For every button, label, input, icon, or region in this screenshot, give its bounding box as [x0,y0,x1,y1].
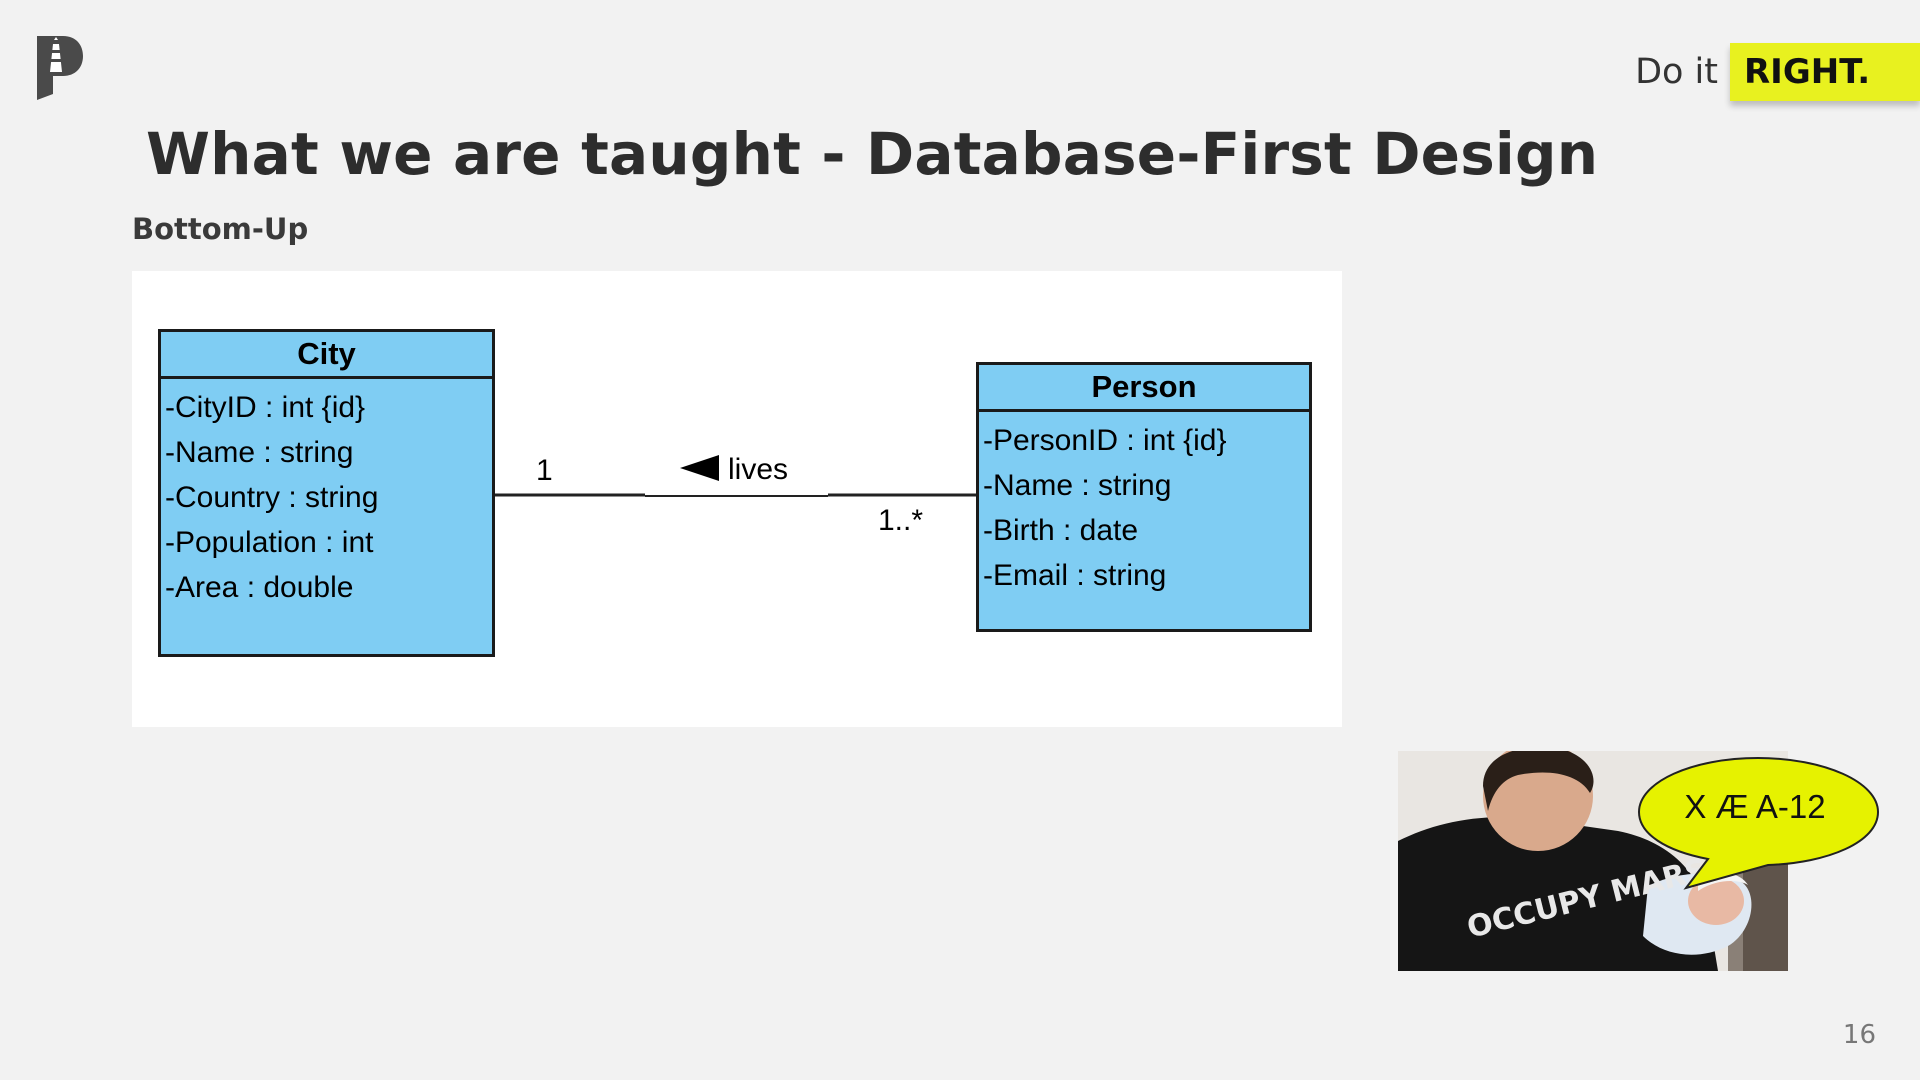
attribute-person-birth: -Birth : date [983,514,1139,547]
association-label: lives [728,453,789,486]
class-person-attributes: -PersonID : int {id} -Name : string -Bir… [979,412,1309,598]
attribute-person-id: -PersonID : int {id} [983,424,1227,457]
association-line [495,455,976,497]
class-city-name: City [161,332,492,379]
attribute-city-id: -CityID : int {id} [165,391,366,424]
multiplicity-left: 1 [536,454,553,487]
tagline-highlight: RIGHT. [1730,43,1920,101]
attribute-city-area: -Area : double [165,571,354,604]
triangle-left-icon [680,455,719,481]
class-city-attributes: -CityID : int {id} -Name : string -Count… [161,379,492,610]
page-number: 16 [1842,1020,1876,1050]
class-person-name: Person [979,365,1309,412]
class-city: City -CityID : int {id} -Name : string -… [158,329,495,657]
lighthouse-logo-icon [37,36,83,100]
attribute-city-name: -Name : string [165,436,354,469]
slide-subtitle: Bottom-Up [132,212,309,246]
uml-diagram: City -CityID : int {id} -Name : string -… [132,271,1342,727]
tagline: Do it RIGHT. [1635,43,1920,101]
attribute-city-population: -Population : int [165,526,374,559]
attribute-person-name: -Name : string [983,469,1172,502]
speech-bubble-text: X Æ A-12 [1684,788,1826,825]
speech-bubble [1637,756,1880,890]
tagline-prefix: Do it [1635,52,1718,92]
multiplicity-right: 1..* [878,504,924,537]
class-person: Person -PersonID : int {id} -Name : stri… [976,362,1312,632]
attribute-person-email: -Email : string [983,559,1167,592]
attribute-city-country: -Country : string [165,481,379,514]
slide-title: What we are taught - Database-First Desi… [146,120,1599,188]
